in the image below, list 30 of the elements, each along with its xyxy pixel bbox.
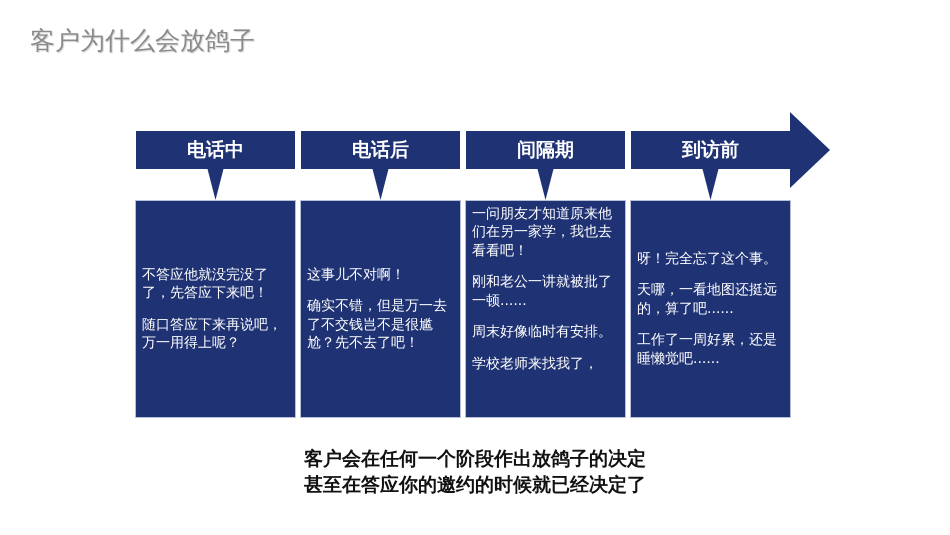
stage-label: 到访前	[682, 138, 739, 163]
stage-label: 电话中	[187, 138, 244, 163]
conclusion-text: 甚至在答应你的邀约的时候就已经决定了	[303, 473, 647, 498]
quote-text: 确实不错，但是万一去了不交钱岂不是很尴尬？先不去了吧！	[307, 297, 448, 352]
slide-title: 客户为什么会放鸽子	[30, 25, 255, 57]
quote-text: 不答应他就没完没了了，先答应下来吧！	[142, 266, 269, 302]
quote-text: 周末好像临时有安排。	[472, 323, 613, 342]
quote-text: 工作了一周好累，还是睡懒觉吧......	[637, 331, 778, 368]
quote-box	[136, 201, 295, 417]
stage-label: 间隔期	[517, 138, 574, 163]
quote-text: 学校老师来找我了，	[472, 354, 599, 374]
pointer-arrow	[538, 169, 554, 200]
pointer-arrow	[372, 169, 388, 200]
stage-header	[631, 131, 790, 169]
quote-box	[466, 201, 625, 417]
quote-text: 刚和老公一讲就被批了一顿......	[472, 273, 613, 310]
pointer-arrow	[208, 169, 224, 200]
quote-box	[631, 201, 790, 417]
stage-label: 电话后	[352, 138, 409, 163]
quote-text: 随口答应下来再说吧，万一用得上呢？	[142, 316, 283, 352]
conclusion-text: 客户会在任何一个阶段作出放鸽子的决定	[302, 447, 647, 472]
stage-header	[301, 131, 460, 169]
stage-header	[136, 131, 295, 169]
quote-box	[301, 201, 460, 417]
quote-text: 呀！完全忘了这个事。	[637, 250, 778, 268]
quote-text: 这事儿不对啊！	[307, 266, 406, 284]
stage-header	[466, 131, 625, 169]
quote-text: 天哪，一看地图还挺远的，算了吧......	[637, 281, 778, 318]
pointer-arrow	[702, 169, 718, 200]
quote-text: 一问朋友才知道原来他们在另一家学，我也去看看吧！	[472, 205, 613, 260]
